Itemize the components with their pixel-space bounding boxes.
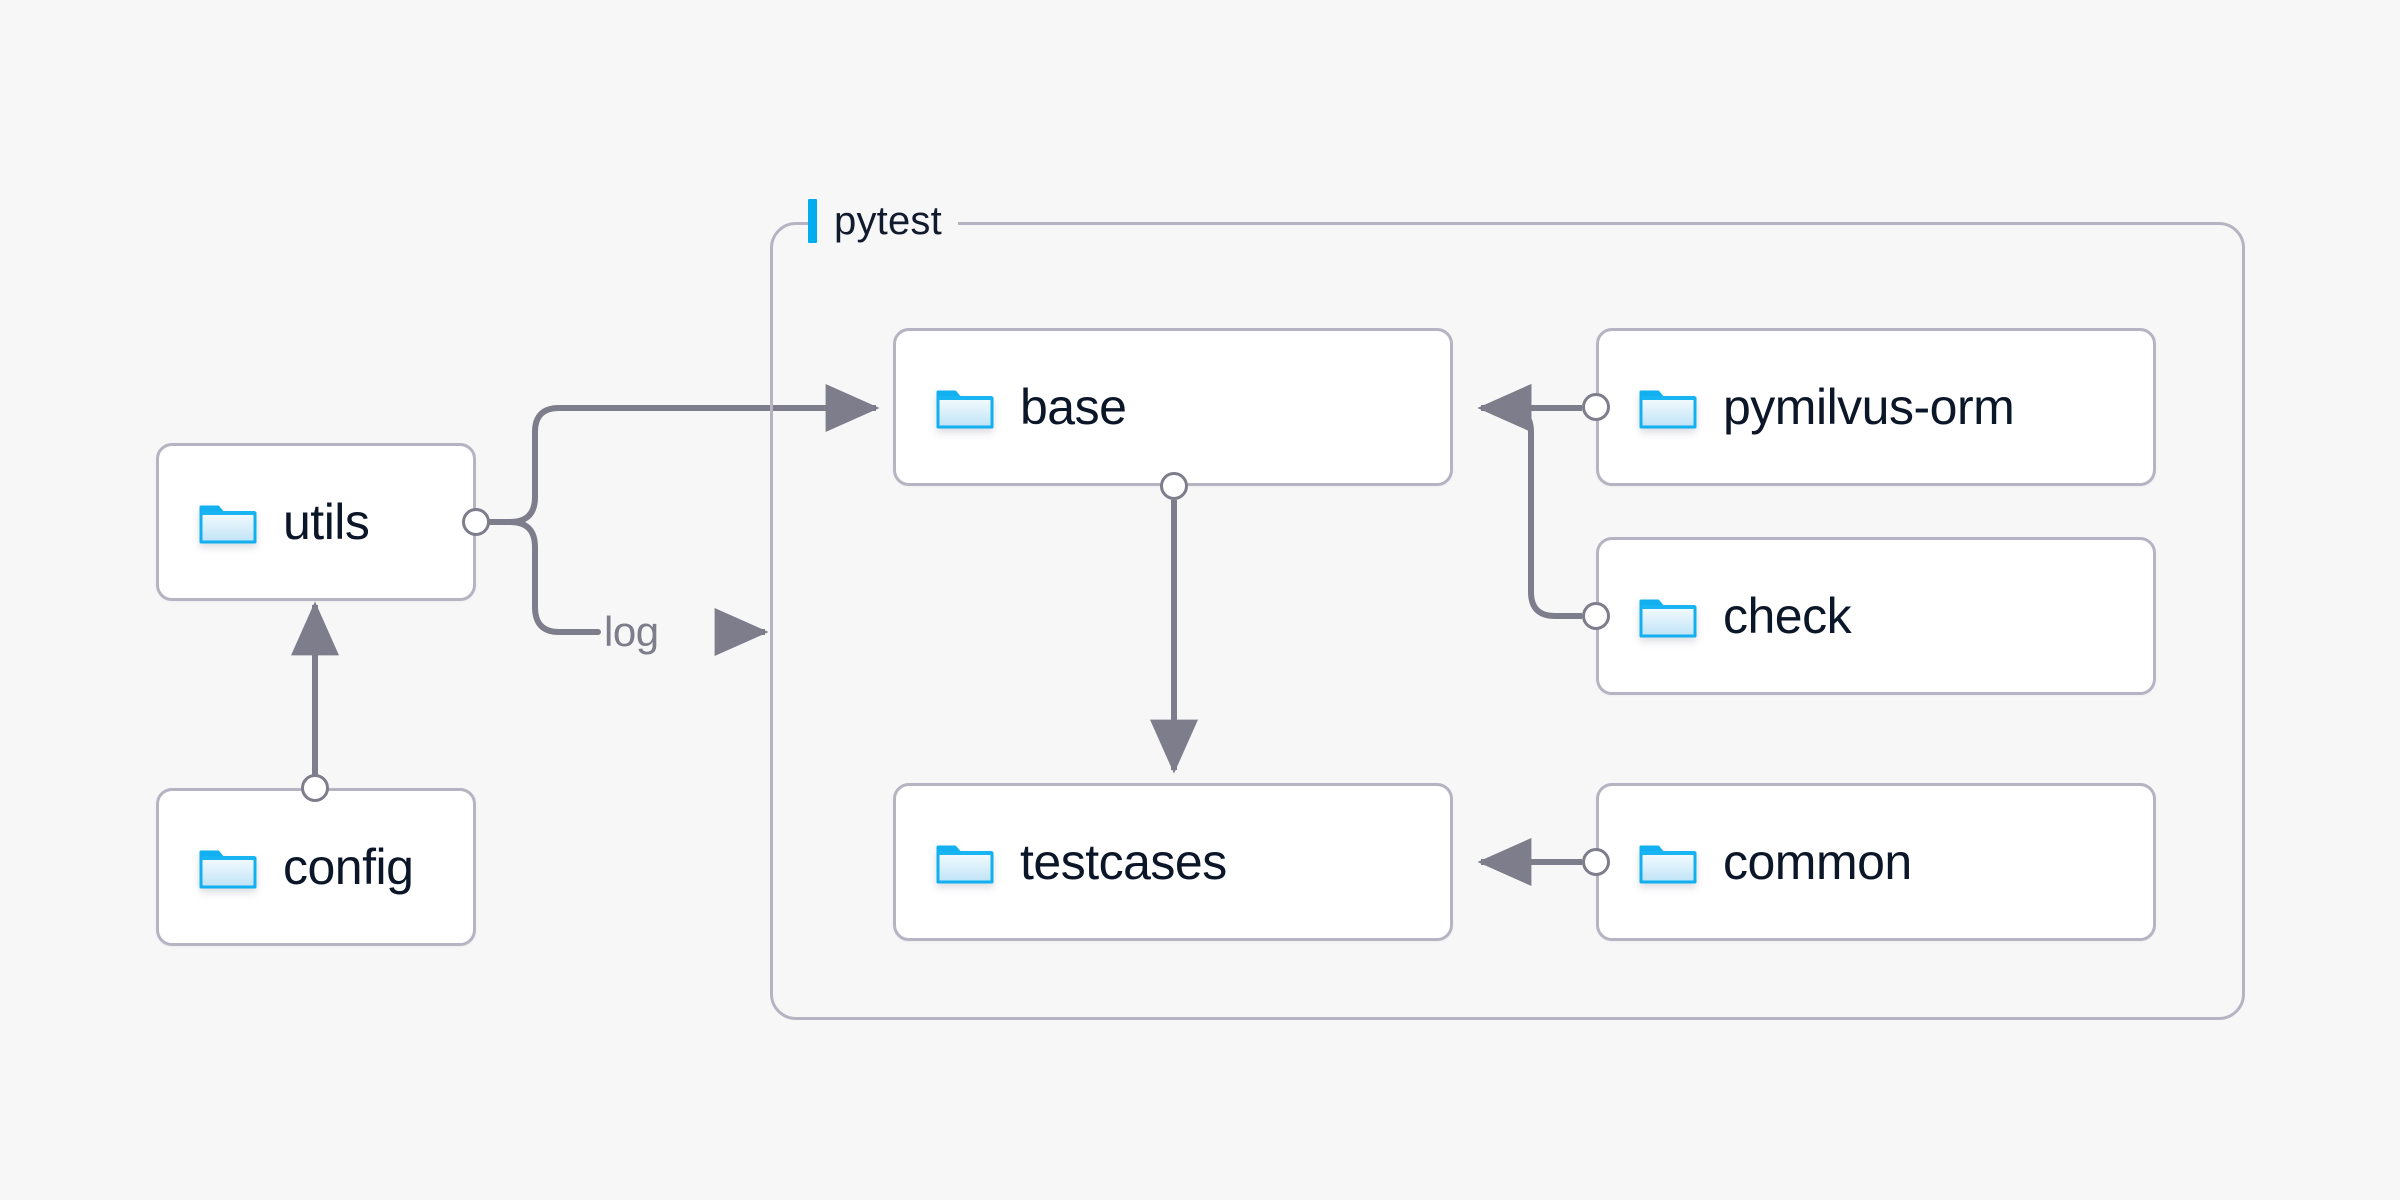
- folder-icon: [1639, 383, 1697, 431]
- node-check-label: check: [1723, 588, 1852, 644]
- edge-utils-to-pytest-log: [507, 519, 601, 635]
- node-config-content: config: [159, 839, 414, 895]
- node-config-label: config: [283, 839, 414, 895]
- node-utils[interactable]: utils: [156, 443, 476, 601]
- node-common-content: common: [1599, 837, 1912, 887]
- node-base-content: base: [896, 379, 1127, 435]
- node-utils-content: utils: [159, 494, 370, 550]
- node-pymilvus-orm-label: pymilvus-orm: [1723, 379, 2015, 435]
- port-common-left[interactable]: [1582, 848, 1610, 876]
- node-pymilvus-orm[interactable]: pymilvus-orm: [1596, 328, 2156, 486]
- group-container-pytest[interactable]: [770, 222, 2245, 1020]
- port-pymilvus-orm-left[interactable]: [1582, 393, 1610, 421]
- group-label-text: pytest: [834, 198, 942, 243]
- node-testcases[interactable]: testcases: [893, 783, 1453, 941]
- folder-icon: [1639, 592, 1697, 640]
- folder-icon: [936, 838, 994, 886]
- folder-icon: [936, 383, 994, 431]
- folder-icon: [199, 498, 257, 546]
- node-base[interactable]: base: [893, 328, 1453, 486]
- port-utils-right[interactable]: [462, 508, 490, 536]
- folder-icon: [199, 843, 257, 891]
- node-check-content: check: [1599, 588, 1852, 644]
- port-check-left[interactable]: [1582, 602, 1610, 630]
- port-base-bottom[interactable]: [1160, 472, 1188, 500]
- node-utils-label: utils: [283, 494, 370, 550]
- node-pymilvus-orm-content: pymilvus-orm: [1599, 379, 2015, 435]
- port-config-top[interactable]: [301, 774, 329, 802]
- node-common[interactable]: common: [1596, 783, 2156, 941]
- node-common-label: common: [1723, 834, 1912, 890]
- edge-label-log: log: [604, 608, 659, 655]
- node-testcases-label: testcases: [1020, 834, 1227, 890]
- node-base-label: base: [1020, 379, 1127, 435]
- group-accent-bar: [808, 199, 817, 243]
- node-check[interactable]: check: [1596, 537, 2156, 695]
- folder-icon: [1639, 838, 1697, 886]
- group-label-pytest: pytest: [808, 186, 958, 256]
- node-config[interactable]: config: [156, 788, 476, 946]
- node-testcases-content: testcases: [896, 837, 1227, 887]
